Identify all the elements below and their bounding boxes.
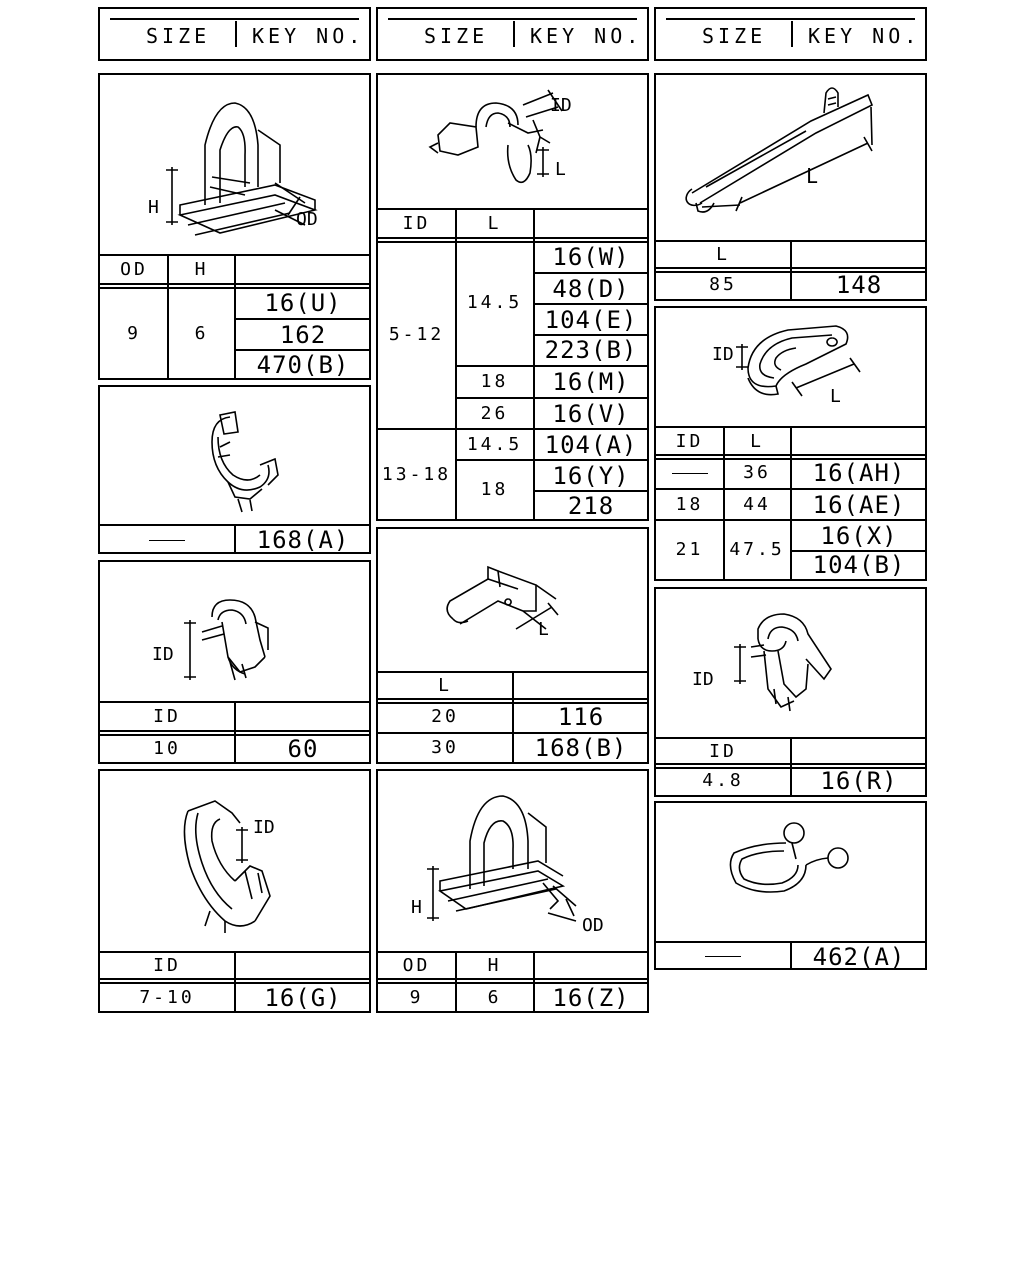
key-no: 162 xyxy=(279,320,327,349)
key-no: 218 xyxy=(567,491,615,520)
part-drawing: ID xyxy=(100,771,369,953)
header-col1: SIZE KEY NO. xyxy=(98,7,371,61)
part-drawing: ID L xyxy=(656,308,925,428)
key-no: 16(W) xyxy=(552,242,630,271)
col-id: ID xyxy=(709,740,737,762)
part-panel-clip-od-h: H OD OD H 9 6 16(U) 162 470(B) xyxy=(98,73,371,380)
key-no: 168(A) xyxy=(256,526,350,554)
col-l: L xyxy=(487,213,502,234)
key-no: 16(AE) xyxy=(812,490,906,519)
key-no: 16(G) xyxy=(264,983,342,1012)
l-value: 30 xyxy=(431,736,459,758)
id-dash xyxy=(656,458,723,488)
part-panel-clip-id-16r: ID ID 4.8 16(R) xyxy=(654,587,927,797)
part-drawing: ID xyxy=(100,562,369,703)
key-no: 16(X) xyxy=(820,521,898,550)
key-no-label: KEY NO. xyxy=(252,24,365,48)
l-value: 44 xyxy=(743,493,771,515)
key-no: 16(M) xyxy=(552,367,630,396)
key-no: 60 xyxy=(287,735,319,763)
header-col3: SIZE KEY NO. xyxy=(654,7,927,61)
part-panel-loop-tie-462a: 462(A) xyxy=(654,801,927,970)
key-no: 16(Z) xyxy=(552,983,630,1012)
id-value: 7-10 xyxy=(139,986,195,1008)
key-no: 116 xyxy=(557,703,605,731)
id-value: 10 xyxy=(153,738,181,759)
key-no: 16(U) xyxy=(264,288,342,317)
header-col2: SIZE KEY NO. xyxy=(376,7,649,61)
id-value: 13-18 xyxy=(381,463,452,485)
id-value: 21 xyxy=(675,539,704,560)
col-h: H xyxy=(487,955,502,976)
l-value: 14.5 xyxy=(466,292,523,313)
id-value: 4.8 xyxy=(702,770,744,791)
key-no: 104(E) xyxy=(544,305,638,334)
key-no-label: KEY NO. xyxy=(808,24,921,48)
key-no: 48(D) xyxy=(552,274,630,303)
size-label: SIZE xyxy=(702,24,767,48)
od-value: 9 xyxy=(409,986,424,1008)
l-value: 47.5 xyxy=(729,539,785,560)
part-drawing: L xyxy=(656,75,925,242)
key-no-label: KEY NO. xyxy=(530,24,643,48)
id-value: 5-12 xyxy=(388,323,445,345)
key-no: 168(B) xyxy=(534,733,628,762)
part-panel-clip-l: L L 20 116 30 168(B) xyxy=(376,527,649,764)
col-id: ID xyxy=(675,430,704,452)
l-value: 26 xyxy=(480,402,509,424)
l-value: 20 xyxy=(431,706,459,727)
part-panel-clip-id-60: ID ID 10 60 xyxy=(98,560,371,764)
part-drawing: ID xyxy=(656,589,925,739)
col-l: L xyxy=(716,244,730,265)
part-drawing xyxy=(656,803,925,943)
part-panel-loop-clip-id-l: ID L ID L 36 16(AH) 18 44 16(AE) 21 47.5… xyxy=(654,306,927,581)
key-no: 223(B) xyxy=(544,336,638,364)
l-value: 18 xyxy=(480,479,509,500)
id-value: 18 xyxy=(675,493,704,515)
key-no: 104(A) xyxy=(544,430,638,459)
part-drawing xyxy=(100,387,369,526)
part-drawing: H OD xyxy=(378,771,647,953)
col-id: ID xyxy=(402,213,431,234)
key-no: 16(Y) xyxy=(552,461,630,490)
col-l: L xyxy=(438,675,452,696)
part-panel-clip-168a: 168(A) xyxy=(98,385,371,554)
col-id: ID xyxy=(153,955,181,976)
l-value: 36 xyxy=(743,462,771,483)
size-label: SIZE xyxy=(424,24,489,48)
size-label: SIZE xyxy=(146,24,211,48)
od-value: 9 xyxy=(127,322,141,344)
key-no: 470(B) xyxy=(256,351,350,379)
part-drawing: L xyxy=(378,529,647,673)
part-panel-band-l: L L 85 148 xyxy=(654,73,927,301)
l-value: 85 xyxy=(709,274,737,295)
key-no: 462(A) xyxy=(812,942,906,971)
key-no: 16(R) xyxy=(820,767,898,795)
part-drawing: ID L xyxy=(378,75,647,210)
l-value: 14.5 xyxy=(466,433,523,455)
col-h: H xyxy=(194,258,209,280)
key-no: 16(V) xyxy=(552,399,630,428)
part-panel-clip-id-16g: ID ID 7-10 16(G) xyxy=(98,769,371,1013)
part-panel-clip-id-l: ID L ID L 5-12 14.5 16(W) 48(D) 104(E) 2… xyxy=(376,73,649,521)
col-l: L xyxy=(750,430,764,452)
h-value: 6 xyxy=(194,322,209,344)
size-dash xyxy=(100,526,234,554)
part-drawing: H OD xyxy=(100,75,369,256)
key-no: 104(B) xyxy=(812,551,906,579)
h-value: 6 xyxy=(487,986,502,1008)
col-od: OD xyxy=(402,955,431,976)
col-id: ID xyxy=(153,706,181,727)
key-no: 16(AH) xyxy=(812,459,906,487)
part-panel-clip-od-h-16z: H OD OD H 9 6 16(Z) xyxy=(376,769,649,1013)
col-od: OD xyxy=(120,258,148,280)
l-value: 18 xyxy=(480,370,509,392)
key-no: 148 xyxy=(835,271,883,299)
size-dash xyxy=(656,943,790,970)
